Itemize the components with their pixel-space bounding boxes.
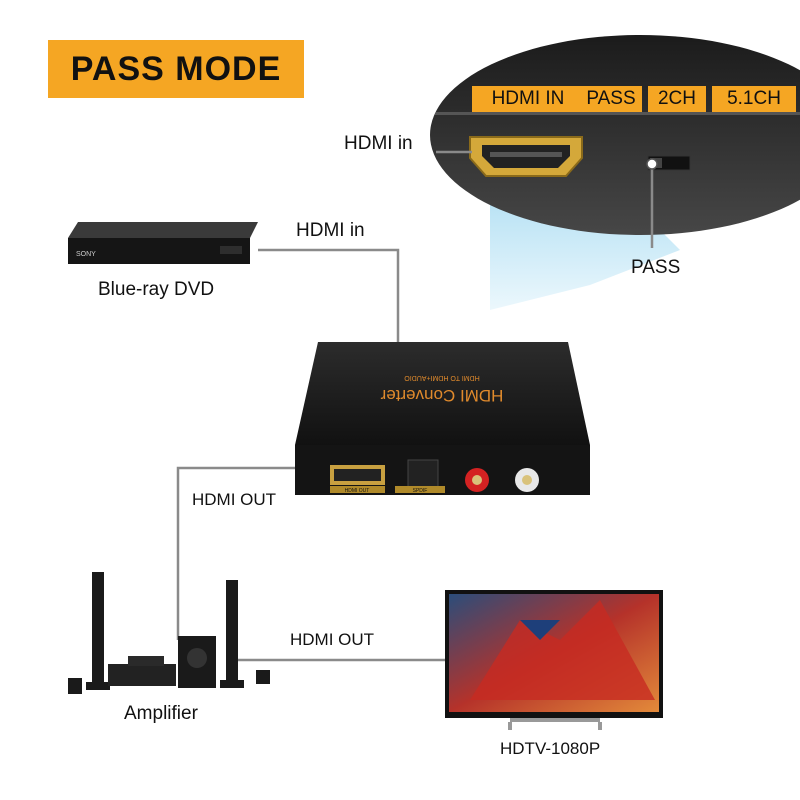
converter-title: HDMI Converter — [380, 386, 503, 405]
zoom-hdmi-in-label: HDMI in — [344, 133, 413, 155]
page-title: PASS MODE — [71, 50, 282, 89]
tab-hdmi-in: HDMI IN — [472, 86, 584, 112]
port-spdif: SPDIF — [413, 488, 428, 494]
amplifier-system — [68, 572, 270, 694]
zoom-pass-label: PASS — [631, 257, 680, 279]
tab-pass: PASS — [580, 86, 642, 112]
hdtv — [445, 590, 663, 730]
bluray-label: Blue-ray DVD — [98, 279, 214, 301]
line-bluray-converter — [258, 250, 398, 342]
hdmi-converter: HDMI Converter HDMI TO HDMI+AUDIO HDMI O… — [295, 342, 590, 495]
connection-label-hdmi-in: HDMI in — [296, 220, 365, 242]
bluray-brand: SONY — [76, 251, 96, 258]
amplifier-label: Amplifier — [124, 703, 198, 725]
port-hdmi-out: HDMI OUT — [345, 488, 370, 494]
tv-label: HDTV-1080P — [500, 739, 600, 759]
connection-label-hdmi-out-amp: HDMI OUT — [192, 490, 276, 510]
converter-subtitle: HDMI TO HDMI+AUDIO — [404, 374, 480, 381]
tab-2ch: 2CH — [648, 86, 706, 112]
title-banner: PASS MODE — [48, 40, 304, 98]
connection-label-hdmi-out-tv: HDMI OUT — [290, 630, 374, 650]
zoom-panel — [430, 30, 800, 250]
bluray-player: SONY — [68, 222, 258, 264]
tab-5-1ch: 5.1CH — [712, 86, 796, 112]
